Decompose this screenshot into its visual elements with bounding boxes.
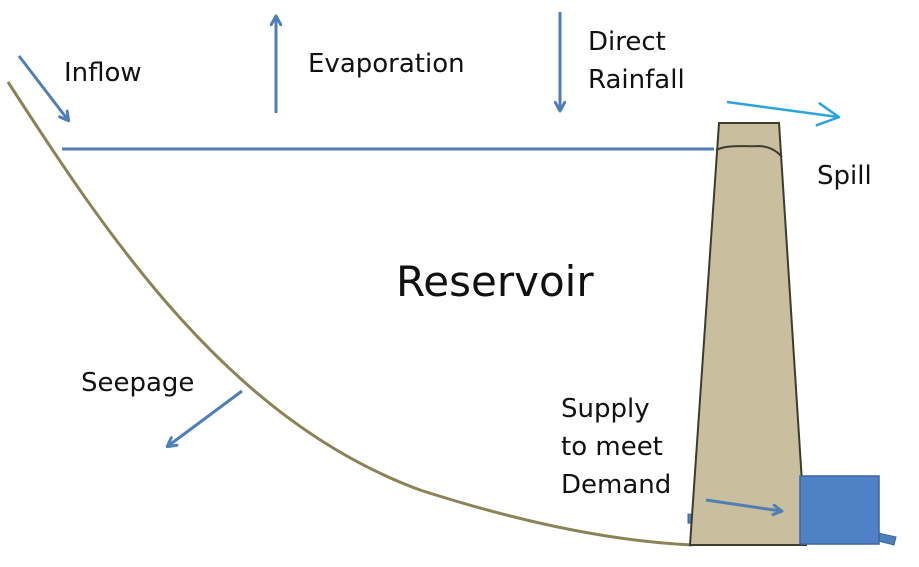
supply-line-2: to meet — [561, 432, 663, 462]
dam-wall — [688, 122, 808, 546]
spill-arrow — [726, 100, 841, 127]
inflow-label: Inflow — [64, 58, 142, 88]
evaporation-label: Evaporation — [308, 49, 465, 79]
supply-label: Supply to meet Demand — [561, 390, 671, 504]
spill-label: Spill — [817, 161, 872, 191]
seepage-arrow — [168, 389, 243, 446]
direct-rainfall-line-1: Direct — [588, 27, 666, 57]
reservoir-bank-line — [6, 81, 693, 547]
inflow-arrow — [17, 55, 68, 120]
supply-line-3: Demand — [561, 470, 672, 500]
outlet-pipe-end — [877, 532, 897, 546]
supply-line-1: Supply — [561, 394, 650, 424]
supply-arrow — [705, 498, 781, 511]
outlet-box — [799, 475, 880, 545]
reservoir-label: Reservoir — [396, 257, 594, 306]
seepage-label: Seepage — [81, 368, 195, 398]
direct-rainfall-line-2: Rainfall — [588, 65, 685, 95]
dam-crest-crack — [715, 144, 783, 158]
direct-rainfall-label: Direct Rainfall — [588, 23, 685, 99]
